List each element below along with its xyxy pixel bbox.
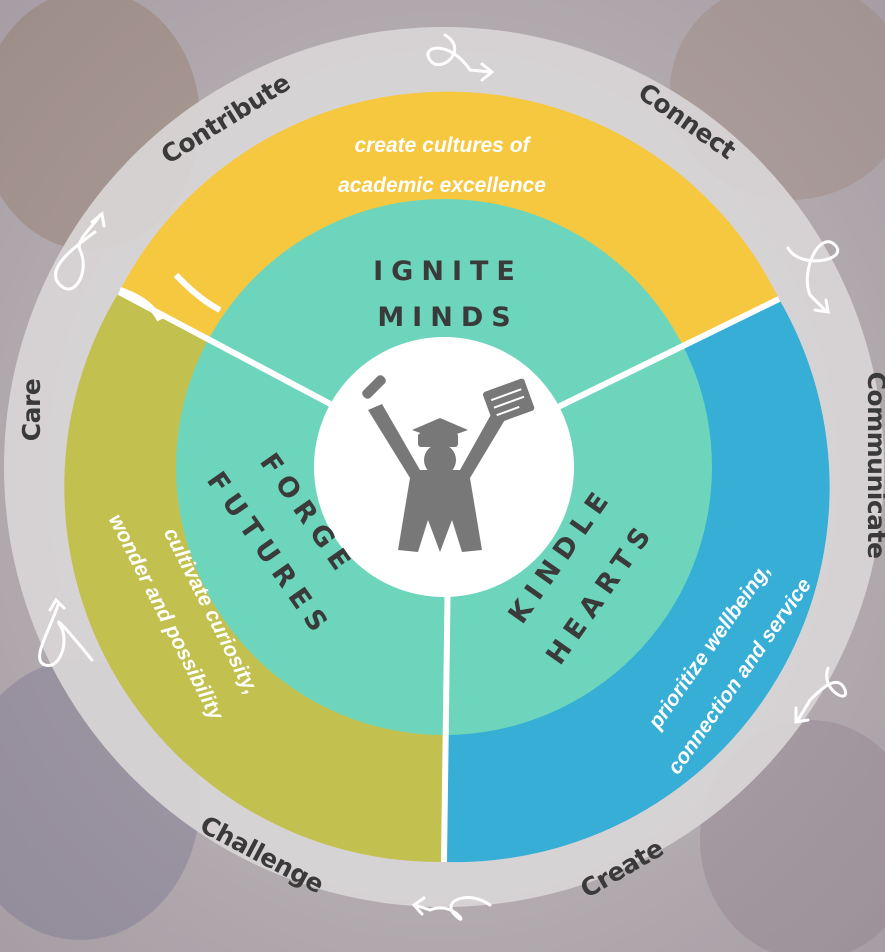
loop-arrow-icon-lower-left: [38, 597, 94, 667]
loop-arrow-icon-upper-left: [53, 211, 106, 291]
ignite-title-line1: IGNITE: [373, 256, 523, 287]
loop-arrow-icon-lower-right: [794, 666, 847, 724]
graduate-icon: [362, 375, 535, 552]
ignite-title-line2: MINDS: [377, 302, 518, 333]
loop-arrow-icon-upper-right: [786, 240, 840, 314]
ignite-description-line2: academic excellence: [338, 174, 546, 197]
puzzle-knob-bottom: [404, 791, 446, 833]
cycle-word-care: Care: [17, 379, 46, 442]
loop-arrow-icon-bottom: [411, 896, 492, 921]
cycle-word-communicate: Communicate: [862, 372, 885, 559]
segment-dividers: [117, 289, 781, 863]
ignite-description-line1: create cultures of: [354, 134, 531, 157]
loop-arrows: [38, 33, 847, 921]
puzzle-knob-right: [730, 314, 774, 358]
loop-arrow-icon-top: [426, 33, 495, 82]
